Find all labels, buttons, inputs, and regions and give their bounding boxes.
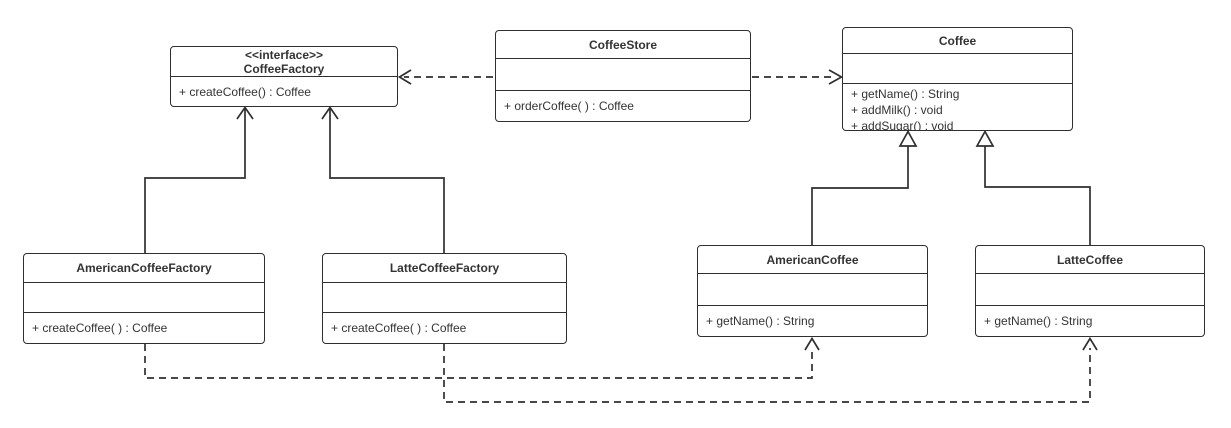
method-label: + addMilk() : void [851, 103, 943, 117]
fields-compartment [976, 274, 1204, 306]
method-label: + getName() : String [984, 314, 1093, 328]
methods-compartment: + createCoffee( ) : Coffee [24, 313, 264, 343]
realization-arrow-americancoffeefactory-to-coffeefactory [144, 106, 254, 253]
methods-compartment: + getName() : String + addMilk() : void … [843, 84, 1072, 130]
generalization-arrow-lattecoffee-to-coffee [975, 129, 1091, 245]
method-label: + createCoffee() : Coffee [179, 84, 311, 99]
class-name: AmericanCoffeeFactory [76, 261, 212, 275]
class-title: <<interface>> CoffeeFactory [171, 47, 397, 77]
class-title: AmericanCoffee [698, 246, 927, 274]
class-name: CoffeeStore [588, 37, 657, 52]
fields-compartment [698, 274, 927, 306]
class-title: AmericanCoffeeFactory [24, 254, 264, 283]
dependency-arrow-lattecoffeefactory-to-lattecoffee [443, 336, 1098, 403]
class-title: CoffeeStore [496, 31, 750, 59]
class-title: LatteCoffee [976, 246, 1204, 274]
class-box-americancoffee: AmericanCoffee + getName() : String [697, 245, 928, 337]
class-box-coffeestore: CoffeeStore + orderCoffee( ) : Coffee [495, 30, 751, 122]
class-name: Coffee [938, 33, 977, 48]
fields-compartment [843, 54, 1072, 84]
dependency-arrow-coffeestore-to-coffee [752, 69, 844, 85]
fields-compartment [24, 283, 264, 313]
dependency-arrow-coffeestore-to-coffeefactory [397, 69, 493, 85]
method-label: + getName() : String [706, 314, 815, 328]
class-box-lattecoffeefactory: LatteCoffeeFactory + createCoffee( ) : C… [322, 253, 567, 344]
methods-compartment: + createCoffee( ) : Coffee [323, 313, 566, 343]
dependency-arrow-americancoffeefactory-to-americancoffee [144, 336, 820, 379]
methods-compartment: + getName() : String [698, 306, 927, 336]
method-label: + addSugar() : void [851, 119, 954, 130]
class-box-coffee: Coffee + getName() : String + addMilk() … [842, 27, 1073, 131]
class-name: LatteCoffeeFactory [389, 261, 500, 275]
fields-compartment [323, 283, 566, 313]
methods-compartment: + orderCoffee( ) : Coffee [496, 91, 750, 121]
method-label: + getName() : String [851, 87, 960, 101]
class-box-coffeefactory: <<interface>> CoffeeFactory + createCoff… [170, 46, 398, 107]
class-box-americancoffeefactory: AmericanCoffeeFactory + createCoffee( ) … [23, 253, 265, 344]
class-title: Coffee [843, 28, 1072, 54]
class-name: LatteCoffee [1056, 252, 1123, 267]
methods-compartment: + getName() : String [976, 306, 1204, 336]
class-name: CoffeeFactory [243, 61, 325, 76]
class-title: LatteCoffeeFactory [323, 254, 566, 283]
method-label: + orderCoffee( ) : Coffee [504, 99, 634, 113]
method-label: + createCoffee( ) : Coffee [32, 321, 168, 335]
class-box-lattecoffee: LatteCoffee + getName() : String [975, 245, 1205, 337]
generalization-arrow-americancoffee-to-coffee [811, 129, 918, 245]
methods-compartment: + createCoffee() : Coffee [171, 77, 397, 106]
class-name: AmericanCoffee [766, 252, 859, 267]
method-label: + createCoffee( ) : Coffee [331, 321, 467, 335]
realization-arrow-lattecoffeefactory-to-coffeefactory [321, 106, 445, 253]
class-stereotype: <<interface>> [244, 47, 324, 62]
fields-compartment [496, 59, 750, 91]
